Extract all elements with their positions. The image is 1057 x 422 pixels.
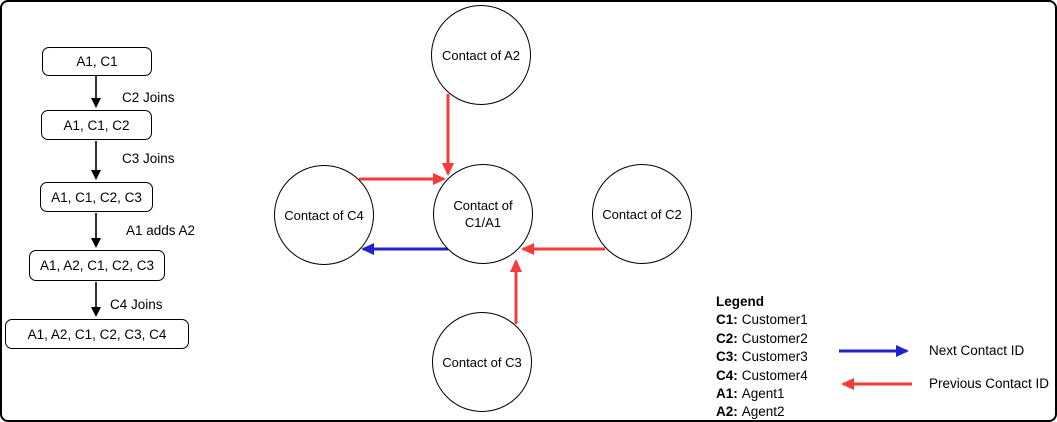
contact-node-a2: Contact of A2 (431, 5, 531, 105)
legend-entry-a1-value: Agent1 (741, 386, 785, 402)
flow-transition-label-4: C4 Joins (110, 297, 163, 312)
contact-node-c2-label: Contact of C2 (602, 206, 682, 222)
contact-node-c4-label: Contact of C4 (284, 207, 364, 223)
flow-step-2-label: A1, C1, C2 (63, 117, 130, 133)
flow-transition-label-3: A1 adds A2 (126, 223, 196, 238)
contact-node-c3-label: Contact of C3 (442, 354, 522, 370)
flow-step-5: A1, A2, C1, C2, C3, C4 (5, 319, 189, 349)
legend-entry-c1: C1:Customer1 (716, 311, 808, 329)
legend-entry-a2: A2:Agent2 (716, 403, 808, 420)
legend-entry-c3-value: Customer3 (741, 349, 808, 365)
flow-transition-label-2: C3 Joins (122, 151, 175, 166)
legend-entry-a2-key: A2: (716, 404, 738, 420)
legend-entry-c1-value: Customer1 (741, 312, 808, 328)
legend-entry-a1-key: A1: (716, 386, 738, 402)
flow-step-5-label: A1, A2, C1, C2, C3, C4 (27, 326, 167, 342)
contact-node-c1a1-label-line1: Contact of (453, 198, 513, 213)
legend-entry-c1-key: C1: (716, 312, 738, 328)
contact-node-c1a1-label-line2: C1/A1 (464, 215, 502, 230)
contact-node-c3: Contact of C3 (432, 312, 532, 412)
legend-entry-c2-value: Customer2 (741, 330, 808, 346)
flow-step-3: A1, C1, C2, C3 (40, 182, 153, 212)
flow-step-1: A1, C1 (42, 47, 152, 76)
contact-node-a2-label: Contact of A2 (441, 47, 521, 63)
legend-entry-c3-key: C3: (716, 349, 738, 365)
flow-step-3-label: A1, C1, C2, C3 (51, 189, 142, 205)
contact-node-c4: Contact of C4 (274, 165, 374, 265)
legend-previous-arrow-label: Previous Contact ID (929, 376, 1050, 391)
contact-node-c1a1: Contact of C1/A1 (433, 164, 533, 264)
legend: Legend C1:Customer1 C2:Customer2 C3:Cust… (716, 293, 808, 420)
legend-entry-c2-key: C2: (716, 330, 738, 346)
legend-entry-c2: C2:Customer2 (716, 330, 808, 348)
contact-node-c2: Contact of C2 (592, 164, 692, 264)
legend-entry-c3: C3:Customer3 (716, 348, 808, 366)
legend-entry-c4: C4:Customer4 (716, 367, 808, 385)
flow-transition-label-1: C2 Joins (122, 90, 175, 105)
flow-step-1-label: A1, C1 (76, 54, 118, 69)
legend-entry-c4-key: C4: (716, 367, 738, 383)
legend-entry-a2-value: Agent2 (741, 404, 785, 420)
legend-entry-a1: A1:Agent1 (716, 385, 808, 403)
legend-next-arrow-label: Next Contact ID (929, 343, 1025, 358)
legend-title: Legend (716, 294, 765, 309)
flow-step-2: A1, C1, C2 (41, 110, 152, 140)
flow-step-4: A1, A2, C1, C2, C3 (29, 250, 165, 281)
legend-entry-c4-value: Customer4 (741, 367, 808, 383)
flow-step-4-label: A1, A2, C1, C2, C3 (39, 258, 155, 273)
